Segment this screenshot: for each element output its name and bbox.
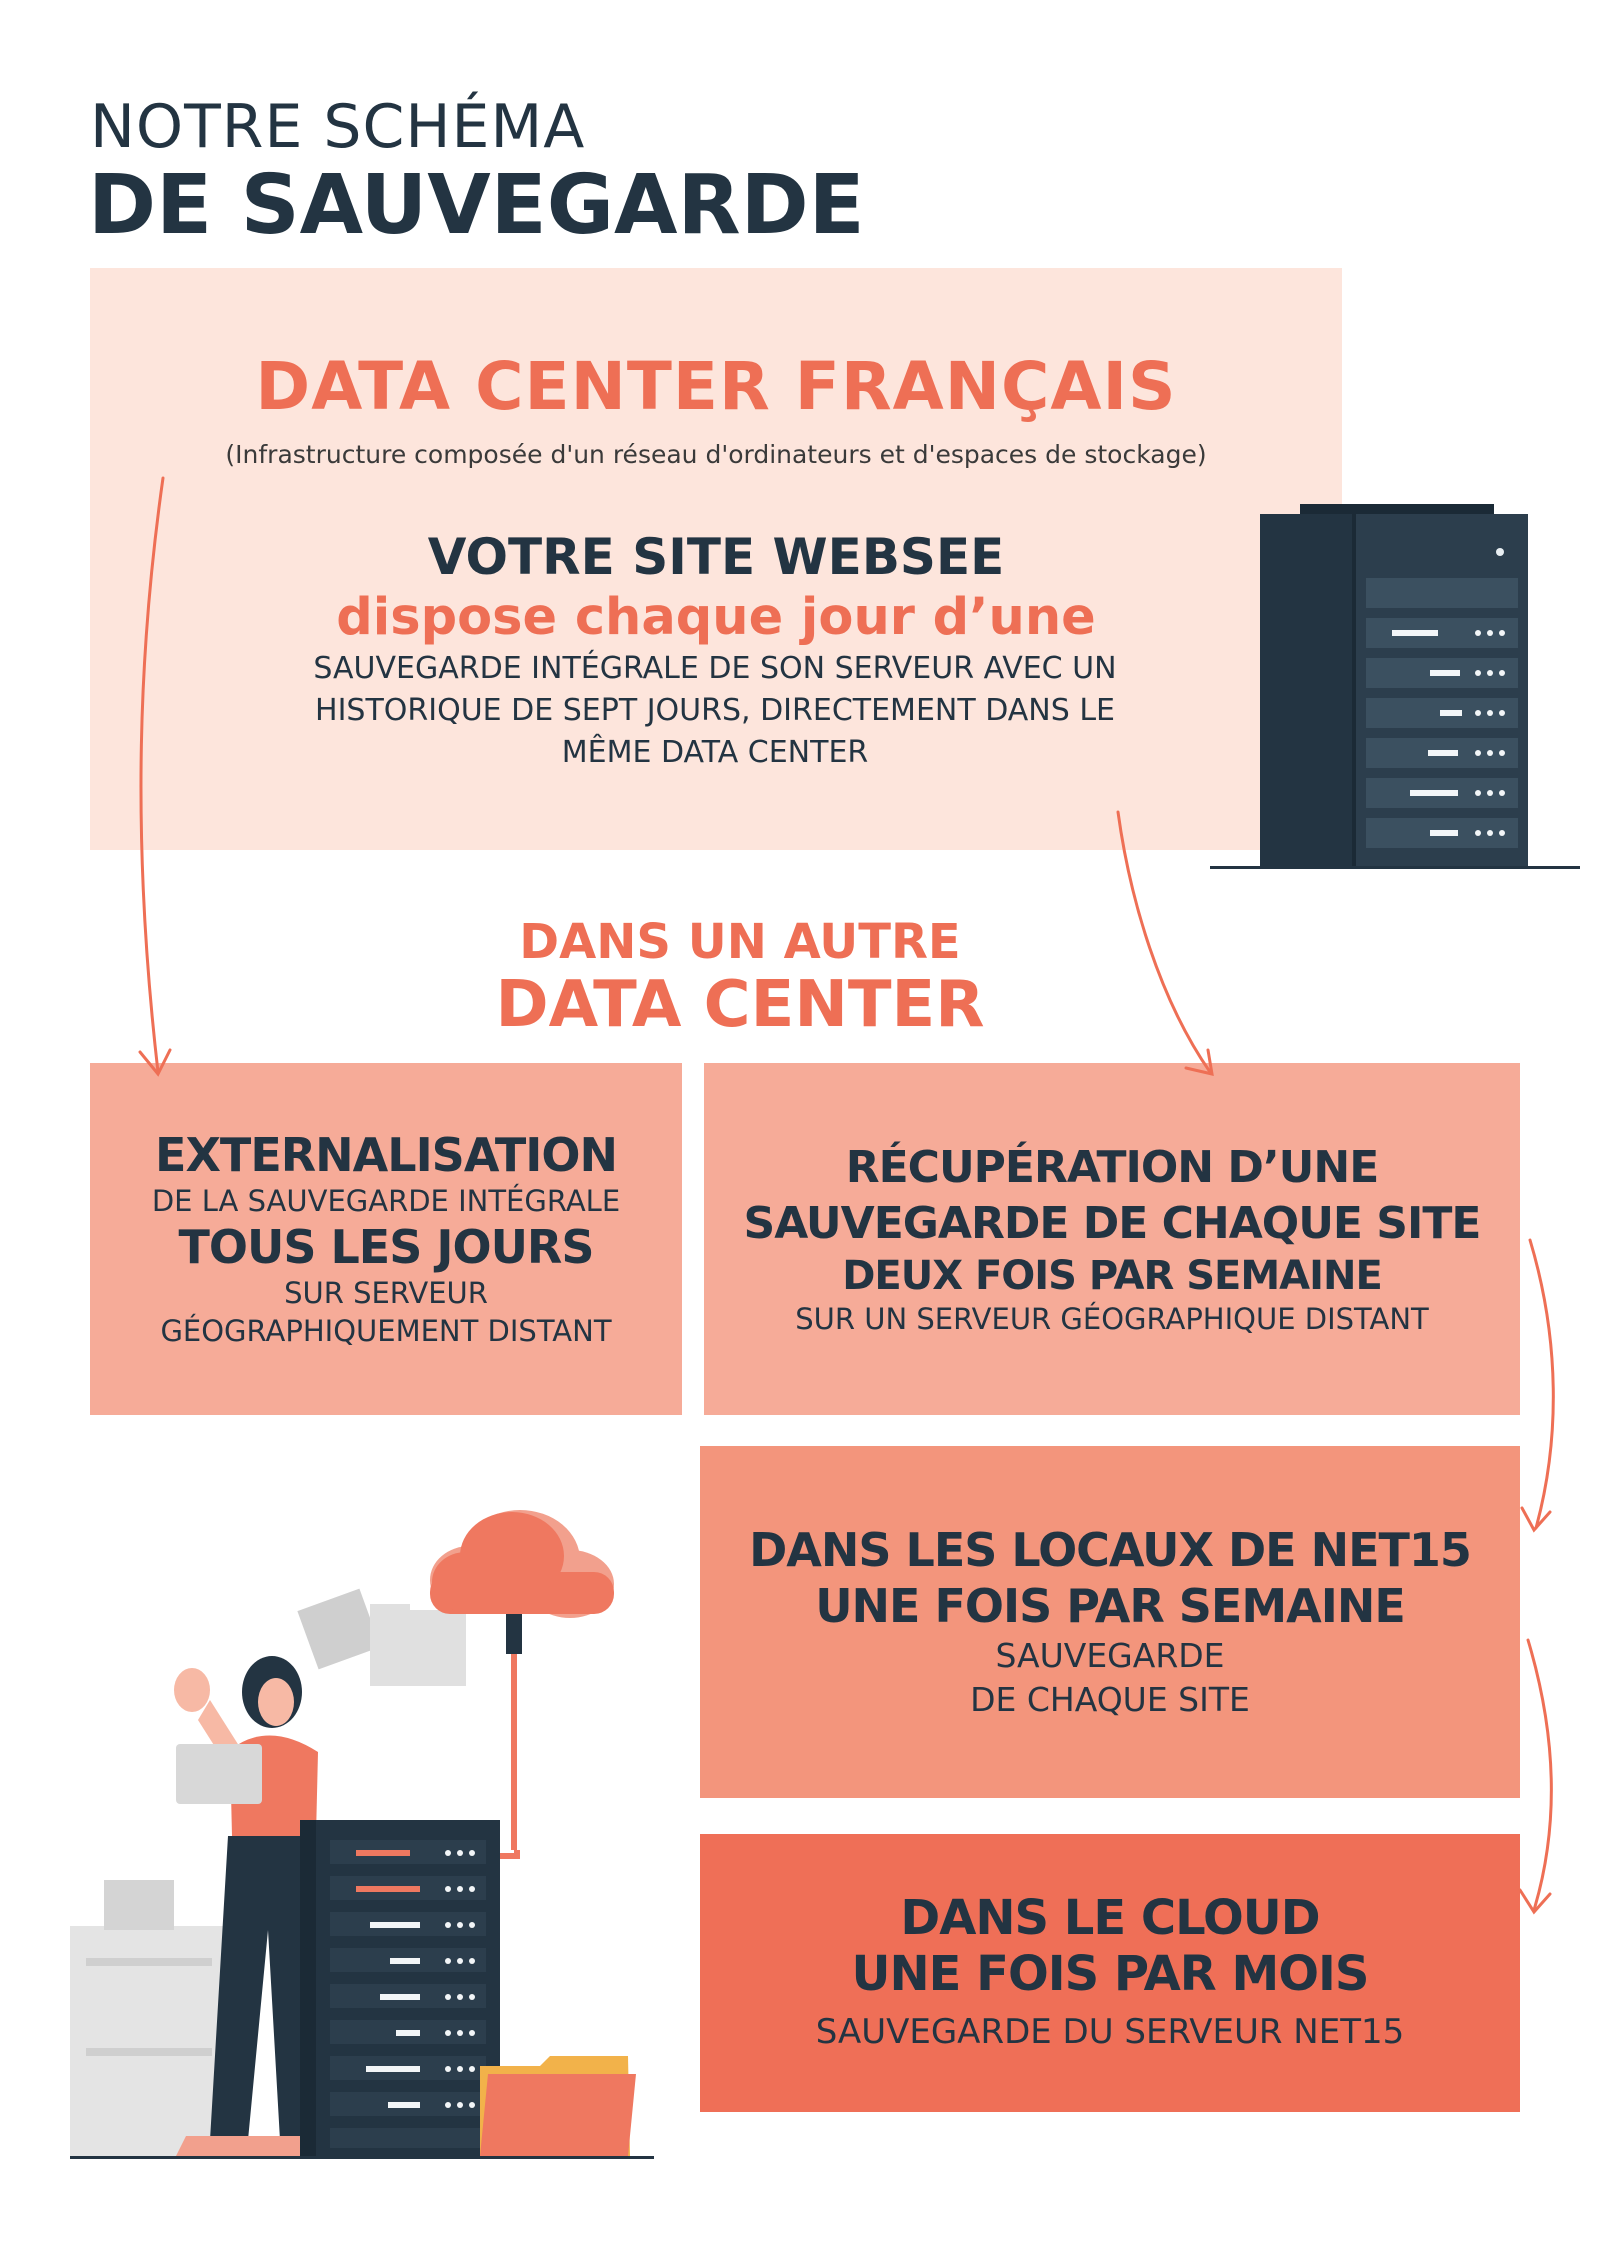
other-datacenter-line-1: DANS UN AUTRE [519, 914, 961, 970]
datacenter-title: DATA CENTER FRANÇAIS [255, 348, 1177, 425]
box-externalisation: EXTERNALISATION DE LA SAUVEGARDE INTÉGRA… [90, 1063, 682, 1415]
site-description-line-1: SAUVEGARDE INTÉGRALE DE SON SERVEUR AVEC… [313, 651, 1117, 686]
box-cloud-l2: UNE FOIS PAR MOIS [851, 1946, 1370, 2002]
box-locaux: DANS LES LOCAUX DE NET15 UNE FOIS PAR SE… [700, 1446, 1520, 1798]
box-recuperation-l2: SAUVEGARDE DE CHAQUE SITE [743, 1198, 1482, 1249]
site-description-line-2: HISTORIQUE DE SEPT JOURS, DIRECTEMENT DA… [315, 693, 1115, 728]
box-locaux-l2: UNE FOIS PAR SEMAINE [815, 1579, 1406, 1633]
box-externalisation-l3: TOUS LES JOURS [178, 1220, 595, 1274]
site-title: VOTRE SITE WEBSEE [427, 528, 1005, 586]
box-externalisation-l1: EXTERNALISATION [155, 1128, 618, 1182]
box-recuperation-l3: DEUX FOIS PAR SEMAINE [842, 1253, 1383, 1299]
folder-icon [480, 2056, 636, 2156]
box-cloud-l3: SAUVEGARDE DU SERVEUR NET15 [815, 2012, 1405, 2052]
box-locaux-l3: SAUVEGARDE [995, 1636, 1225, 1675]
site-description-line-3: MÊME DATA CENTER [561, 735, 869, 770]
box-externalisation-l4: SUR SERVEUR [284, 1276, 488, 1310]
box-cloud-l1: DANS LE CLOUD [900, 1890, 1320, 1946]
box-recuperation-l4: SUR UN SERVEUR GÉOGRAPHIQUE DISTANT [795, 1302, 1429, 1336]
arrow-right-2 [1518, 1638, 1553, 1915]
box-cloud: DANS LE CLOUD UNE FOIS PAR MOIS SAUVEGAR… [700, 1834, 1520, 2112]
box-recuperation: RÉCUPÉRATION D’UNE SAUVEGARDE DE CHAQUE … [704, 1063, 1520, 1415]
box-locaux-l1: DANS LES LOCAUX DE NET15 [749, 1523, 1472, 1577]
title-line-2: DE SAUVEGARDE [88, 158, 865, 253]
cloud-icon [430, 1510, 614, 1859]
title-line-1: NOTRE SCHÉMA [90, 92, 586, 162]
other-datacenter-line-2: DATA CENTER [495, 968, 985, 1042]
site-subtitle: dispose chaque jour d’une [336, 588, 1096, 647]
document-icon [297, 1588, 466, 1686]
site-description: SAUVEGARDE INTÉGRALE DE SON SERVEUR AVEC… [190, 648, 1240, 774]
box-externalisation-l5: GÉOGRAPHIQUEMENT DISTANT [160, 1314, 612, 1348]
arrow-right-1 [1520, 1238, 1555, 1533]
box-externalisation-l2: DE LA SAUVEGARDE INTÉGRALE [151, 1184, 621, 1218]
woman-with-tablet-illustration [70, 1510, 654, 2159]
datacenter-panel [90, 268, 1342, 850]
box-locaux-l4: DE CHAQUE SITE [970, 1680, 1250, 1719]
box-recuperation-l1: RÉCUPÉRATION D’UNE [845, 1142, 1380, 1193]
datacenter-subtitle: (Infrastructure composée d'un réseau d'o… [225, 440, 1207, 469]
